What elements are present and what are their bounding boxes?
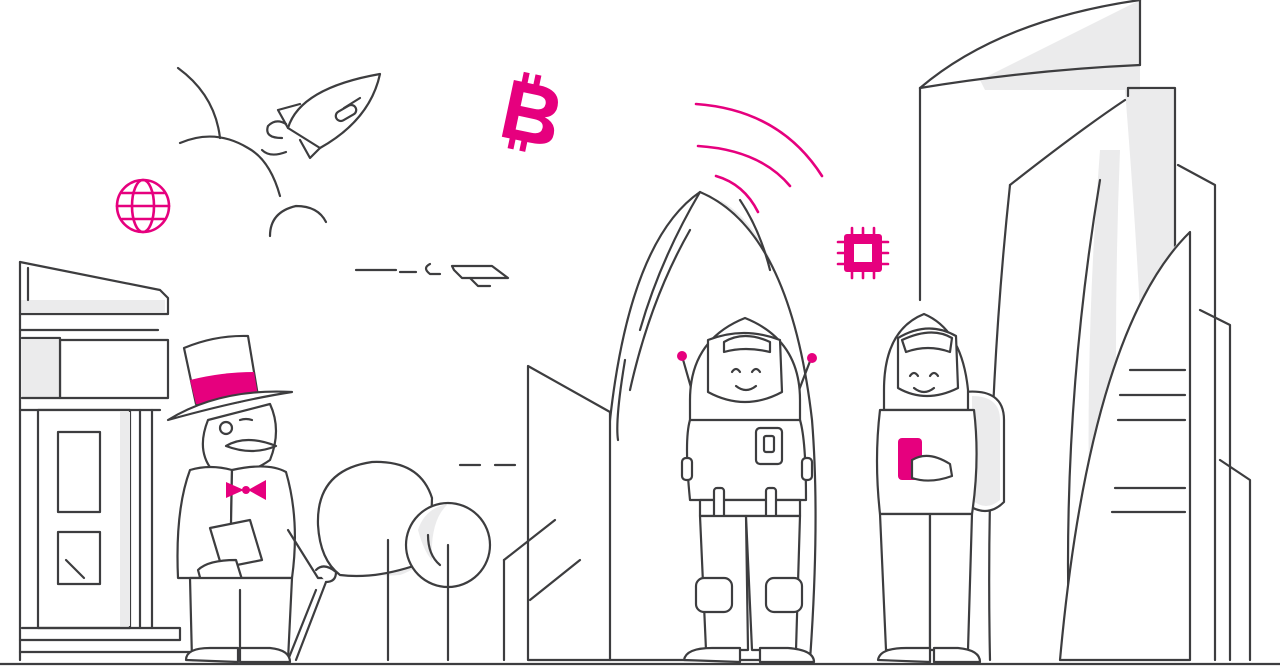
bitcoin-icon [501, 71, 558, 152]
tree-small [404, 501, 492, 662]
astronaut-with-antennas [677, 316, 817, 664]
skyscraper-front-curved [1058, 230, 1192, 662]
airplane [354, 262, 510, 288]
angular-building [458, 364, 612, 662]
wifi-signal-icon [694, 102, 824, 214]
bank-building [18, 260, 202, 662]
chip-icon [836, 226, 890, 280]
astronaut-with-phone [875, 312, 1006, 664]
rocket-icon [260, 72, 382, 160]
clouds [176, 66, 328, 238]
globe-icon [115, 178, 171, 234]
tree-large [316, 460, 435, 662]
banker-with-top-hat [166, 334, 338, 664]
